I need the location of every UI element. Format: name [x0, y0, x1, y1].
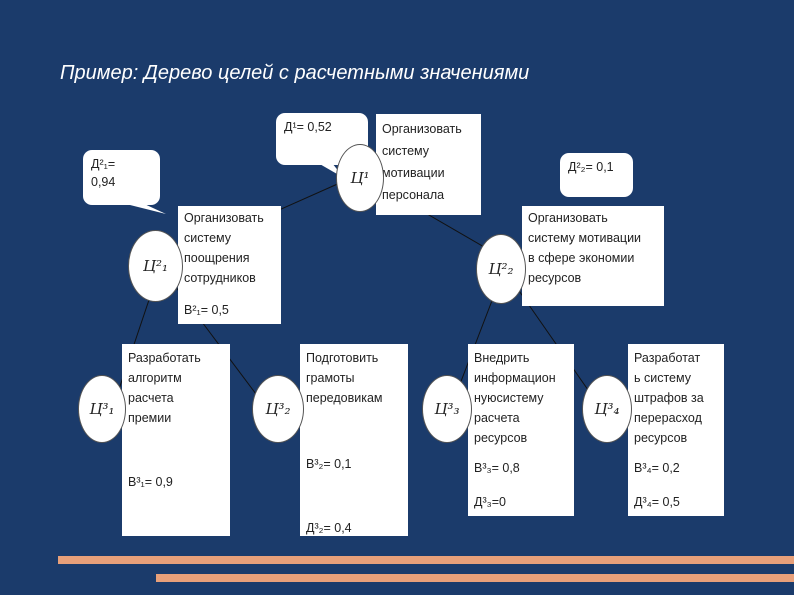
callout-l2-1-degree: Д²₁= 0,94 [83, 150, 160, 205]
goal-weight: В³₃= 0,8 [474, 461, 520, 475]
goal-degree: Д³₂= 0,4 [306, 521, 352, 535]
goal-text: Подготовить грамоты передовикам [306, 351, 383, 405]
goal-weight: В³₄= 0,2 [634, 461, 680, 475]
goal-box-root: Организовать систему мотивации персонала [376, 114, 481, 215]
goal-weight: В²₁= 0,5 [184, 303, 229, 317]
goal-box-l3-2: Подготовить грамоты передовикам В³₂= 0,1… [300, 344, 408, 536]
goal-circle-l3-1: Ц³₁ [78, 375, 126, 443]
goal-text: Разработат ь систему штрафов за перерасх… [634, 351, 704, 445]
slide-title: Пример: Дерево целей с расчетными значен… [60, 62, 530, 84]
footer-accent-bar-top [58, 556, 794, 564]
goal-text: Организовать систему мотивации персонала [382, 122, 462, 202]
goal-circle-root: Ц¹ [336, 144, 384, 212]
goal-circle-l2-2: Ц²₂ [476, 234, 526, 304]
goal-box-l2-1: Организовать систему поощрения сотрудник… [178, 206, 281, 324]
goal-text: Разработать алгоритм расчета премии [128, 351, 201, 425]
goal-box-l2-2: Организовать систему мотивации в сфере э… [522, 206, 664, 306]
goal-weight: В³₂= 0,1 [306, 457, 352, 471]
goal-circle-l3-4: Ц³₄ [582, 375, 632, 443]
goal-text: Внедрить информацион нуюсистему расчета … [474, 351, 556, 445]
goal-circle-l2-1: Ц²₁ [128, 230, 183, 302]
goal-circle-l3-2: Ц³₂ [252, 375, 304, 443]
callout-pointer-l2-1 [118, 202, 166, 214]
goal-text: Организовать систему поощрения сотрудник… [184, 211, 264, 285]
goal-box-l3-3: Внедрить информацион нуюсистему расчета … [468, 344, 574, 516]
goal-box-l3-4: Разработат ь систему штрафов за перерасх… [628, 344, 724, 516]
goal-weight: В³₁= 0,9 [128, 475, 173, 489]
goal-box-l3-1: Разработать алгоритм расчета премии В³₁=… [122, 344, 230, 536]
goal-text: Организовать систему мотивации в сфере э… [528, 211, 642, 285]
goal-circle-l3-3: Ц³₃ [422, 375, 472, 443]
goal-degree: Д³₃=0 [474, 495, 506, 509]
goal-degree: Д³₄= 0,5 [634, 495, 680, 509]
callout-l2-2-degree: Д²₂= 0,1 [560, 153, 633, 197]
footer-accent-bar-bottom [156, 574, 794, 582]
